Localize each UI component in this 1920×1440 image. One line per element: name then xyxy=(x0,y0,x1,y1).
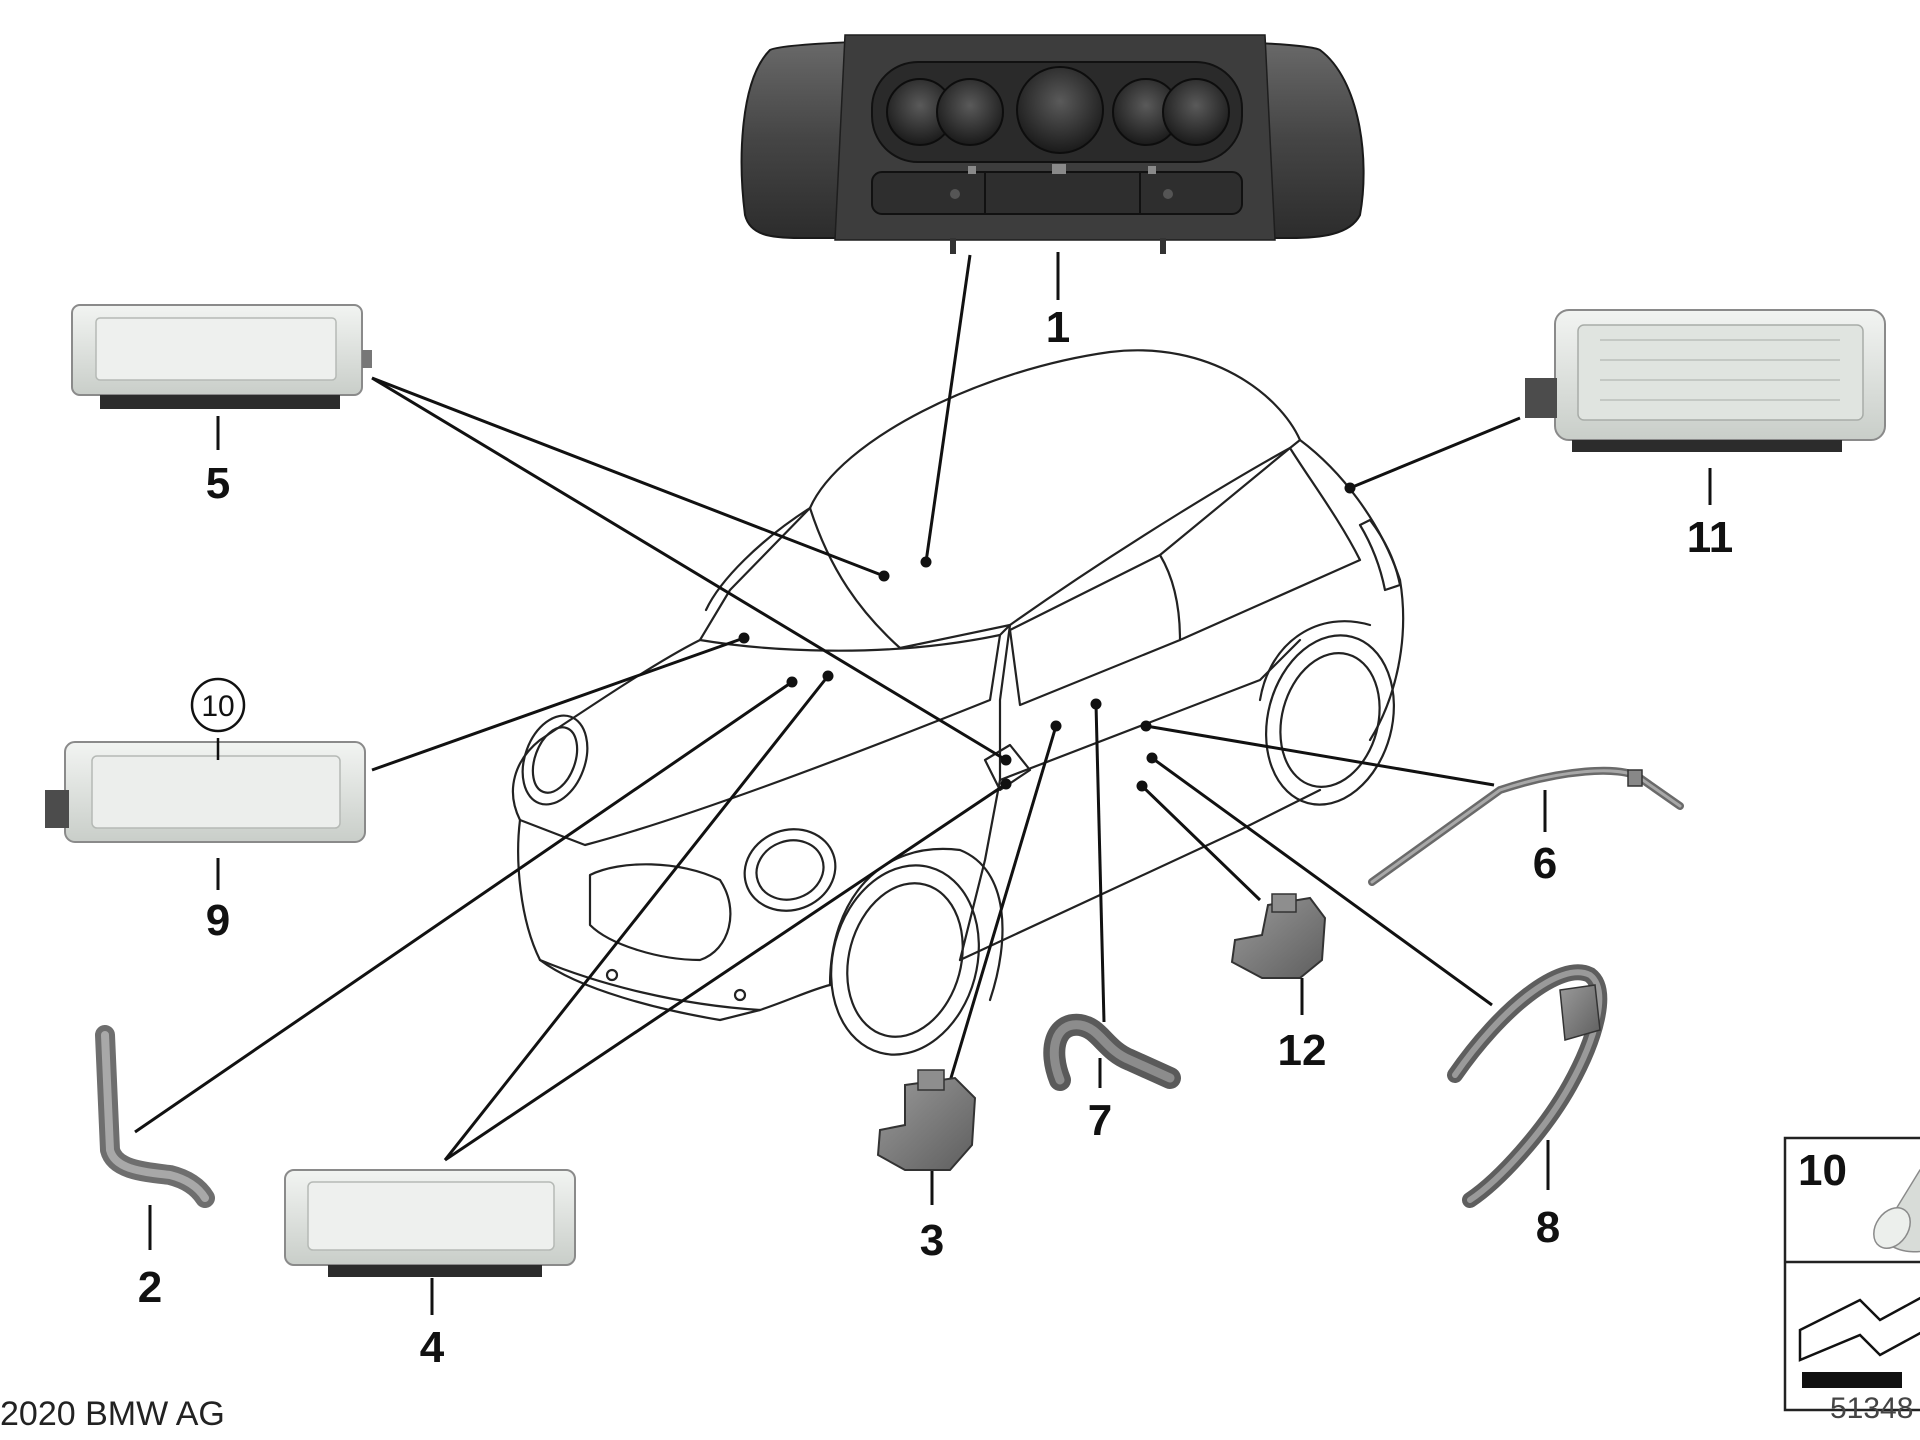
callout-label-4: 4 xyxy=(420,1323,445,1372)
callout-label-1: 1 xyxy=(1046,303,1070,352)
callout-label-9: 9 xyxy=(206,896,230,945)
interior-light-11-part[interactable] xyxy=(1525,309,1886,452)
reference-number: 51348 xyxy=(1830,1392,1913,1425)
attachment-point xyxy=(878,570,890,582)
callout-label-12: 12 xyxy=(1278,1026,1327,1075)
callout-label-8: 8 xyxy=(1536,1203,1560,1252)
attachment-point xyxy=(1136,780,1148,792)
connector-12-part[interactable] xyxy=(1230,893,1327,979)
callout-label-3: 3 xyxy=(920,1216,944,1265)
attachment-point xyxy=(1140,720,1152,732)
car-outline xyxy=(511,349,1405,1056)
callout-10-circle-label: 10 xyxy=(201,690,234,723)
callout-label-5: 5 xyxy=(206,459,230,508)
attachment-point xyxy=(1344,482,1356,494)
interior-light-5-part[interactable] xyxy=(71,304,372,409)
attachment-point xyxy=(738,632,750,644)
interior-light-4-part[interactable] xyxy=(284,1169,576,1277)
callout-label-7: 7 xyxy=(1088,1096,1112,1145)
attachment-point xyxy=(1000,754,1012,766)
attachment-point xyxy=(786,676,798,688)
attachment-point xyxy=(822,670,834,682)
attachment-point xyxy=(1090,698,1102,710)
interior-light-9-part[interactable] xyxy=(45,738,366,843)
leader-lines xyxy=(134,252,1712,1315)
attachment-points xyxy=(738,482,1356,792)
bulb-part[interactable] xyxy=(1866,1162,1920,1255)
attachment-point xyxy=(1050,720,1062,732)
light-conductor-8-part[interactable] xyxy=(1447,964,1608,1208)
copyright-text: 2020 BMW AG xyxy=(0,1395,225,1433)
callout-label-11: 11 xyxy=(1687,513,1734,562)
callout-label-2: 2 xyxy=(138,1263,162,1312)
callout-10-circle: 10 xyxy=(190,677,246,733)
callout-label-6: 6 xyxy=(1533,839,1557,888)
attachment-point xyxy=(1000,778,1012,790)
attachment-point xyxy=(920,556,932,568)
symbol-arrow-icon xyxy=(1798,1296,1920,1388)
attachment-point xyxy=(1146,752,1158,764)
inset-panel: 10 xyxy=(1783,1136,1920,1412)
light-conductor-6-part[interactable] xyxy=(1368,766,1684,886)
light-conductor-2-part[interactable] xyxy=(95,1025,215,1208)
inset-label: 10 xyxy=(1798,1146,1847,1195)
overhead-console-part[interactable] xyxy=(740,34,1365,254)
callout-labels: 1 5 11 9 6 12 2 4 3 7 8 xyxy=(138,303,1734,1372)
light-conductor-7-part[interactable] xyxy=(1043,1013,1181,1091)
connector-3-part[interactable] xyxy=(876,1069,977,1171)
